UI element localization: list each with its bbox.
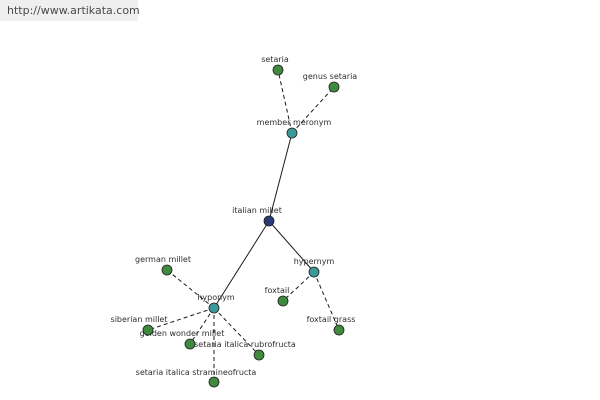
node-setaria-italica-stramineofructa[interactable] [208,376,220,388]
label-german-millet: german millet [135,255,191,264]
label-genus-setaria: genus setaria [303,72,357,81]
edge-hyponym-rubro [213,307,260,356]
edge-root-meronym [268,132,293,222]
edge-meronym-genus [291,86,335,134]
node-golden-wonder-millet[interactable] [184,338,196,350]
node-foxtail[interactable] [277,295,289,307]
edges [147,69,340,382]
labels: setaria genus setaria member meronym ita… [111,55,358,377]
label-setaria-italica-stramineofructa: setaria italica stramineofructa [136,368,257,377]
edge-meronym-setaria [277,69,293,134]
site-url[interactable]: http://www.artikata.com [0,0,140,21]
node-hyponym[interactable] [208,302,220,314]
label-hypernym: hypernym [294,257,335,266]
edge-root-hypernym [268,220,315,273]
node-italian-millet[interactable] [263,215,275,227]
edge-hyponym-german [166,269,215,309]
edge-root-hyponym [213,220,270,309]
label-setaria: setaria [261,55,289,64]
label-golden-wonder-millet: golden wonder millet [140,329,225,338]
edge-hyponym-siberian [147,307,215,331]
label-italian-millet: italian millet [232,206,282,215]
node-member-meronym[interactable] [286,127,298,139]
node-siberian-millet[interactable] [142,324,154,336]
label-hyponym: hyponym [197,293,235,302]
node-foxtail-grass[interactable] [333,324,345,336]
node-german-millet[interactable] [161,264,173,276]
node-setaria[interactable] [272,64,284,76]
label-setaria-italica-rubrofructa: setaria italica rubrofructa [194,340,296,349]
node-setaria-italica-rubrofructa[interactable] [253,349,265,361]
label-foxtail: foxtail [265,286,290,295]
label-foxtail-grass: foxtail grass [307,315,356,324]
edge-hypernym-foxtail [282,271,315,302]
node-genus-setaria[interactable] [328,81,340,93]
edge-hyponym-golden [189,307,215,345]
label-member-meronym: member meronym [257,118,332,127]
edge-hypernym-foxgrass [313,271,340,331]
node-hypernym[interactable] [308,266,320,278]
label-siberian-millet: siberian millet [111,315,168,324]
nodes [142,64,345,388]
